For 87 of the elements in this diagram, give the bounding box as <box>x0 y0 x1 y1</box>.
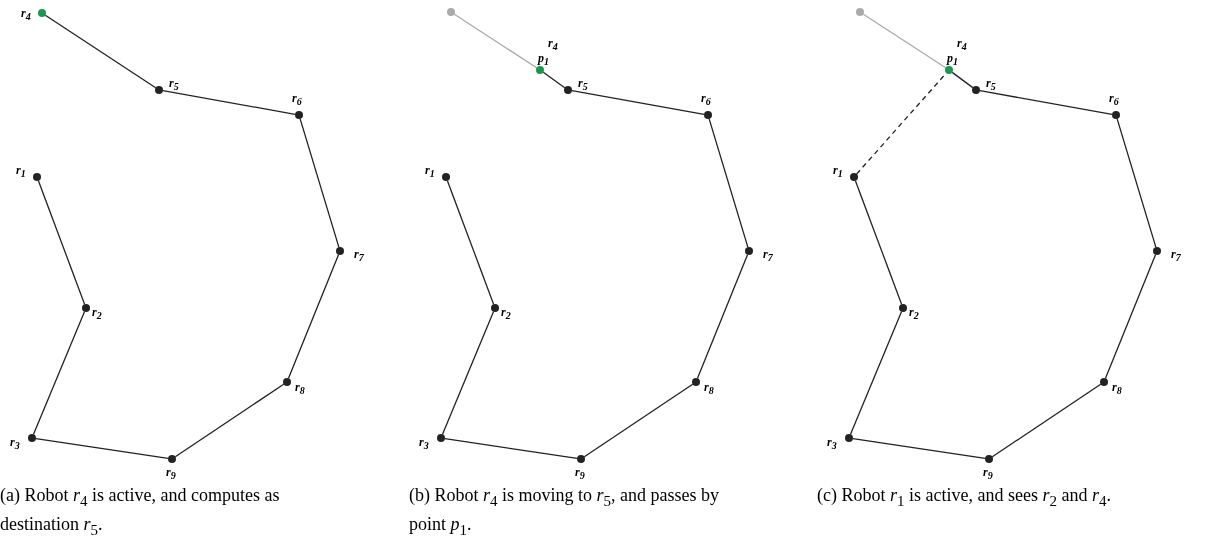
connector-line <box>444 437 578 460</box>
robot-label: r$_{2}$ <box>909 305 919 324</box>
robot-dot <box>283 378 291 386</box>
robot-label: r$_{6}$ <box>292 91 302 110</box>
robot-dot <box>1112 111 1120 119</box>
connector-line <box>44 14 157 89</box>
robot-dot <box>745 247 753 255</box>
connector-line <box>299 118 340 248</box>
robot-label: r$_{7}$ <box>1171 247 1181 266</box>
caption: (a) Robot r$_{4}$ is active, and computes as destination r$_{5}$. <box>0 484 281 540</box>
robot-label: r$_{9}$ <box>983 465 993 484</box>
robot-label: p$_{1}$ <box>947 51 958 70</box>
robot-label: r$_{7}$ <box>354 247 364 266</box>
robot-dot <box>577 455 585 463</box>
robot-dot <box>336 247 344 255</box>
robot-label: r$_{6}$ <box>701 91 711 110</box>
caption: (b) Robot r$_{4}$ is moving to r$_{5}$, and passes by point p$_{1}$. <box>409 484 721 540</box>
robot-dot <box>845 434 853 442</box>
connector-line <box>852 437 986 460</box>
connector-line <box>441 311 495 435</box>
robot-label: r$_{5}$ <box>986 76 996 95</box>
robot-dot <box>33 173 41 181</box>
robot-label: r$_{1}$ <box>16 163 26 182</box>
robot-dot <box>850 173 858 181</box>
connector-line <box>287 254 340 379</box>
robot-label: r$_{8}$ <box>704 380 714 399</box>
connector-line <box>37 180 86 305</box>
robot-dot <box>704 111 712 119</box>
connector-line <box>162 90 296 115</box>
robot-dot <box>692 378 700 386</box>
robot-label: r$_{5}$ <box>578 76 588 95</box>
connector-line <box>32 311 86 435</box>
robot-label: r$_{4}$ <box>21 6 31 25</box>
robot-label: r$_{4}$ <box>957 36 967 55</box>
robot-dot <box>972 86 980 94</box>
robot-dot <box>28 434 36 442</box>
robot-dot <box>1153 247 1161 255</box>
robot-label: r$_{3}$ <box>419 435 429 454</box>
robot-dot <box>38 9 46 17</box>
robot-dot <box>491 304 499 312</box>
robot-dot <box>82 304 90 312</box>
connector-line <box>951 71 974 89</box>
robot-dot <box>442 173 450 181</box>
connector-line <box>854 180 903 305</box>
connector-line <box>571 90 705 115</box>
connector-line <box>583 383 694 458</box>
connector-line <box>849 311 903 435</box>
connector-line <box>979 90 1113 115</box>
caption: (c) Robot r$_{1}$ is active, and sees r$_{2}$ and r$_{4}$. <box>817 484 1112 511</box>
robot-label: r$_{1}$ <box>425 163 435 182</box>
robot-label: r$_{5}$ <box>169 76 179 95</box>
robot-dot <box>945 66 953 74</box>
robot-dot <box>899 304 907 312</box>
robot-dot <box>168 455 176 463</box>
robot-dot <box>536 66 544 74</box>
robot-dot <box>447 8 455 16</box>
connector-line <box>446 180 495 305</box>
robot-label: r$_{3}$ <box>827 435 837 454</box>
connector-line <box>174 383 285 458</box>
robot-dot <box>856 8 864 16</box>
robot-dot <box>155 86 163 94</box>
connector-line <box>542 71 566 89</box>
robot-label: r$_{3}$ <box>10 435 20 454</box>
connector-line <box>1104 254 1157 379</box>
robot-label: r$_{6}$ <box>1109 91 1119 110</box>
connector-line <box>35 437 169 460</box>
robot-dot <box>295 111 303 119</box>
robot-label: p$_{1}$ <box>538 51 549 70</box>
robot-label: r$_{7}$ <box>763 247 773 266</box>
robot-dot <box>564 86 572 94</box>
connector-line <box>862 13 947 69</box>
robot-dot <box>437 434 445 442</box>
connector-line <box>453 13 538 69</box>
robot-label: r$_{1}$ <box>833 163 843 182</box>
robot-label: r$_{9}$ <box>575 465 585 484</box>
robot-label: r$_{9}$ <box>166 465 176 484</box>
connector-line <box>696 254 749 379</box>
robot-label: r$_{2}$ <box>501 305 511 324</box>
robot-label: r$_{8}$ <box>1112 380 1122 399</box>
robot-dot <box>985 455 993 463</box>
connector-line <box>991 383 1102 458</box>
connector-line <box>1116 118 1157 248</box>
robot-dot <box>1100 378 1108 386</box>
robot-label: r$_{2}$ <box>92 305 102 324</box>
connector-line <box>708 118 749 248</box>
robot-label: r$_{4}$ <box>548 36 558 55</box>
robot-label: r$_{8}$ <box>295 380 305 399</box>
